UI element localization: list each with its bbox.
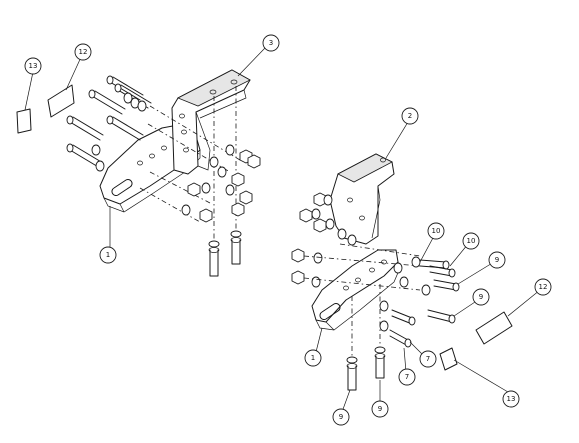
- callout-9-a: 9: [488, 251, 506, 269]
- callout-13-left-text: 13: [29, 62, 38, 70]
- callout-9-a-text: 9: [495, 256, 499, 264]
- left-assembly: [16, 69, 261, 277]
- callout-7-a: 7: [419, 350, 437, 368]
- callout-9-c: 9: [332, 408, 350, 426]
- callout-9-d-text: 9: [378, 405, 382, 413]
- tag-plate-13-right: [439, 347, 458, 371]
- callout-7-a-text: 7: [426, 355, 430, 363]
- callout-12-right: 12: [534, 278, 552, 296]
- nuts-right-bottom: [291, 248, 323, 288]
- label-plate-12-right: [475, 311, 513, 345]
- callout-10-a: 10: [427, 222, 445, 240]
- nuts-left: [181, 144, 261, 223]
- callout-9-d: 9: [371, 400, 389, 418]
- callout-2: 2: [401, 107, 419, 125]
- callout-7-b: 7: [398, 368, 416, 386]
- bracket-plate-1-right: [311, 249, 401, 331]
- bolts-right: [379, 256, 460, 348]
- callout-13-left: 13: [24, 57, 42, 75]
- callout-1-left: 1: [99, 246, 117, 264]
- centerlines-right: [303, 243, 421, 360]
- right-assembly: [291, 153, 513, 391]
- callout-7-b-text: 7: [405, 373, 409, 381]
- callout-2-text: 2: [408, 112, 412, 120]
- callout-1-right: 1: [304, 349, 322, 367]
- callout-12-right-text: 12: [539, 283, 548, 291]
- callout-1-left-text: 1: [106, 251, 110, 259]
- callout-12-left-text: 12: [79, 48, 88, 56]
- callout-13-right: 13: [502, 390, 520, 408]
- callout-3-text: 3: [269, 39, 273, 47]
- tag-plate-13-left: [16, 108, 32, 134]
- nuts-right-top: [299, 192, 357, 246]
- upright-bracket-3: [171, 69, 251, 175]
- leader-lines: [24, 47, 541, 413]
- callout-3: 3: [262, 34, 280, 52]
- callout-12-left: 12: [74, 43, 92, 61]
- callout-balloons: 3 2 1 1 12 13 12 13: [24, 34, 552, 426]
- callout-9-b-text: 9: [479, 293, 483, 301]
- label-plate-12-left: [47, 84, 75, 118]
- callout-10-b: 10: [462, 232, 480, 250]
- callout-10-b-text: 10: [467, 237, 476, 245]
- long-bolts-left: [66, 75, 152, 172]
- vertical-bolts-right: [346, 346, 386, 391]
- callout-1-right-text: 1: [311, 354, 315, 362]
- callout-9-c-text: 9: [339, 413, 343, 421]
- upright-bracket-2: [329, 153, 395, 245]
- callout-13-right-text: 13: [507, 395, 516, 403]
- vertical-bolts-left: [208, 230, 242, 277]
- callout-10-a-text: 10: [432, 227, 441, 235]
- callout-9-b: 9: [472, 288, 490, 306]
